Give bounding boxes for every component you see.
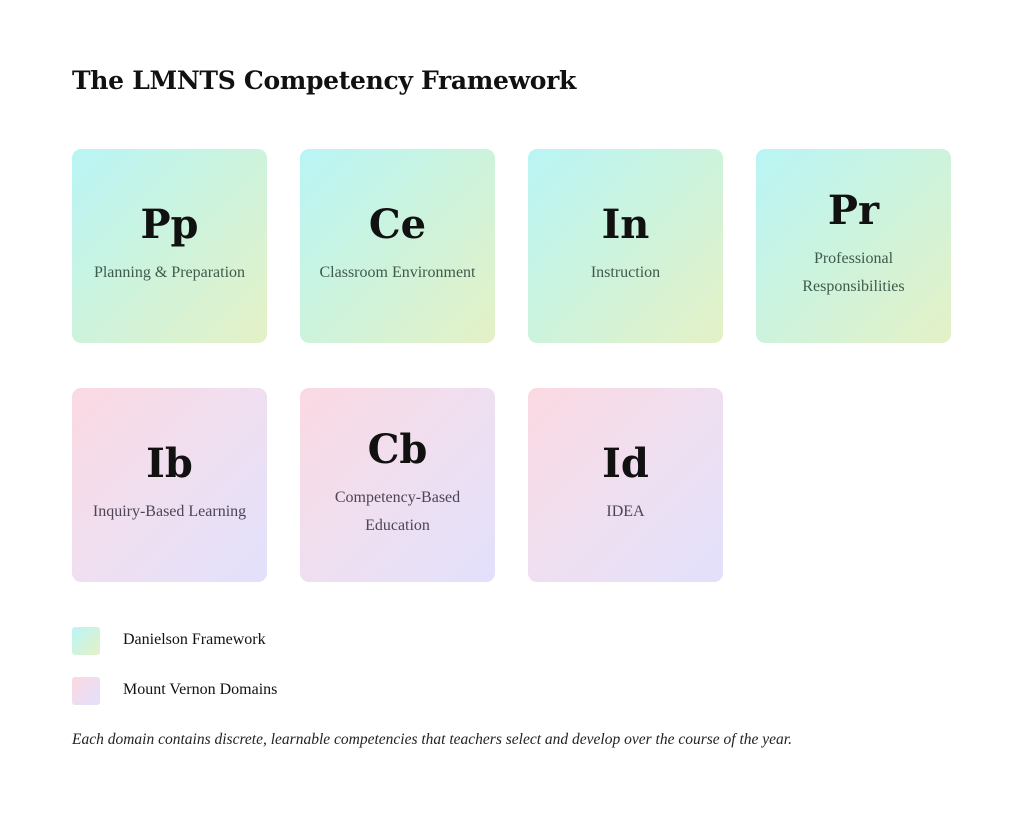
domain-card-id: Id IDEA (528, 388, 723, 582)
page-title: The LMNTS Competency Framework (72, 66, 577, 95)
domain-label: Inquiry-Based Learning (92, 503, 247, 520)
legend-swatch-danielson (72, 627, 100, 655)
domain-symbol: Ib (146, 440, 193, 487)
domain-card-pp: Pp Planning & Preparation (72, 149, 267, 343)
domain-label: Planning & Preparation (93, 264, 246, 281)
domain-label: Classroom Environment (319, 264, 476, 281)
domain-label: IDEA (606, 503, 645, 520)
domain-symbol: Pp (140, 201, 199, 248)
legend-label-danielson: Danielson Framework (123, 631, 266, 648)
domain-symbol: In (601, 201, 650, 248)
domain-card-in: In Instruction (528, 149, 723, 343)
legend-label-mount-vernon: Mount Vernon Domains (123, 681, 278, 698)
domain-symbol: Pr (827, 187, 880, 234)
domain-card-cb: Cb Competency-Based Education (300, 388, 495, 582)
domain-card-pr: Pr Professional Responsibilities (756, 149, 951, 343)
domain-card-ib: Ib Inquiry-Based Learning (72, 388, 267, 582)
domain-label: Instruction (590, 264, 661, 281)
domain-symbol: Cb (367, 426, 428, 473)
domain-symbol: Id (602, 440, 649, 487)
domain-symbol: Ce (368, 201, 427, 248)
domain-label: Competency-Based Education (334, 489, 461, 534)
footnote: Each domain contains discrete, learnable… (72, 731, 792, 748)
domain-label: Professional Responsibilities (802, 250, 905, 295)
legend-swatch-mount-vernon (72, 677, 100, 705)
domain-card-ce: Ce Classroom Environment (300, 149, 495, 343)
